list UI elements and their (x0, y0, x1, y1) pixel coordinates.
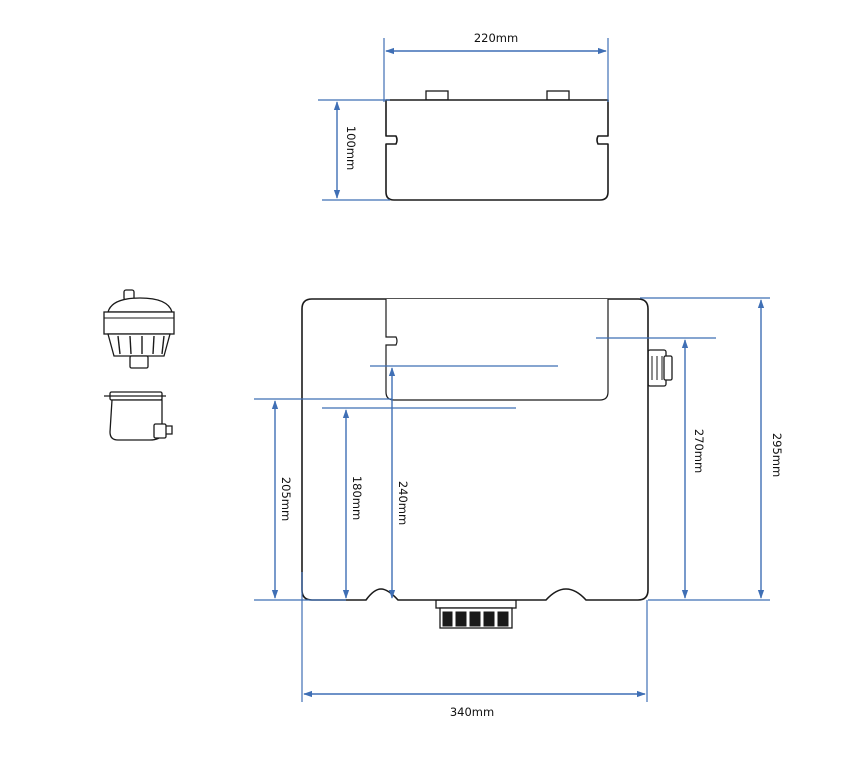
label-top-width: 220mm (474, 31, 518, 45)
dimension-top-height: 100mm (318, 99, 390, 201)
label-inlet-height: 240mm (396, 481, 410, 525)
dimension-top-width: 220mm (383, 31, 609, 102)
label-water-level: 180mm (350, 476, 364, 520)
bottom-outlet-connector (435, 599, 517, 629)
dimension-overflow-height: 205mm (254, 398, 392, 601)
lid-outline (385, 99, 609, 201)
top-view-lid (385, 90, 609, 201)
fill-valve-icon (103, 289, 175, 369)
label-outlet-height: 270mm (692, 429, 706, 473)
dimension-overall-width: 340mm (301, 572, 648, 719)
lid-front-outline (385, 299, 609, 401)
dimension-inlet-height: 240mm (370, 365, 558, 599)
lid-tab-right (546, 90, 570, 101)
lid-tab-left (425, 90, 449, 101)
side-inlet-connector (647, 349, 673, 387)
label-overflow-height: 205mm (279, 477, 293, 521)
label-overall-width: 340mm (450, 705, 494, 719)
dimension-outlet-height: 270mm (596, 337, 716, 599)
dimension-water-level: 180mm (322, 407, 516, 599)
front-view-cistern (301, 298, 673, 629)
dimension-overall-height: 295mm (640, 297, 784, 601)
flush-valve-icon (104, 391, 173, 441)
label-top-height: 100mm (344, 126, 358, 170)
label-overall-height: 295mm (770, 433, 784, 477)
